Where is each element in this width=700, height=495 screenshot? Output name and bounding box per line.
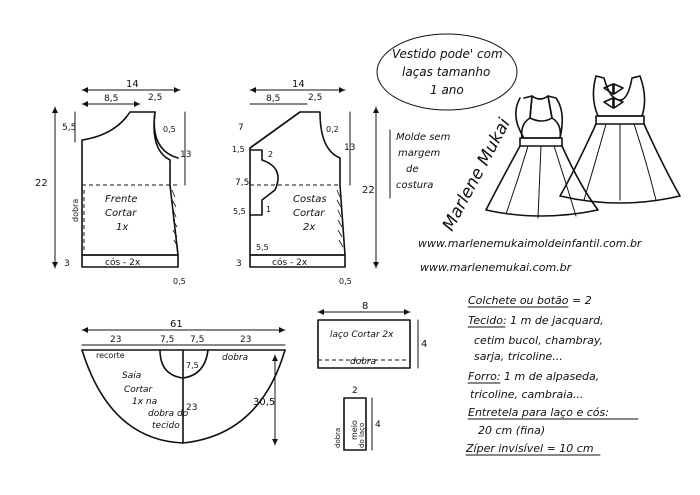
back-cutout-side-label: 1	[266, 205, 271, 214]
skirt-length-label: 30,5	[253, 397, 275, 408]
skirt-label-2: Cortar	[124, 385, 154, 395]
front-fold-label: dobra	[71, 199, 80, 222]
title-block: Vestido pode' com laças tamanho 1 ano	[376, 33, 518, 111]
skirt-pattern: 61 23 7,5 7,5 23 recorte dobra 7,5 23 Sa…	[81, 319, 286, 446]
bow-label: laço Cortar 2x	[330, 330, 394, 340]
back-label-1: Costas	[293, 194, 327, 205]
front-band-label: cós - 2x	[105, 257, 141, 268]
back-width-label: 14	[292, 79, 305, 90]
dress-back-illustration	[559, 75, 681, 204]
back-hem-side-label: 0,5	[339, 277, 352, 286]
skirt-seg2-label: 7,5	[160, 335, 174, 345]
skirt-label-1: Saia	[122, 371, 141, 381]
note-line-3: de	[406, 164, 419, 175]
back-cutout-top-label: 2	[268, 150, 273, 159]
front-hem-label: 3	[64, 259, 70, 269]
front-width-label: 14	[126, 79, 139, 90]
middle-label-1: meio	[350, 420, 359, 440]
front-bodice: 14 8,5 2,5 22 5,5 3 0,5 13	[35, 79, 191, 286]
bow-width-label: 8	[362, 301, 368, 312]
front-shoulder-label: 2,5	[148, 93, 162, 103]
front-label-1: Frente	[105, 194, 137, 205]
materials-line-8: 20 cm (fina)	[478, 424, 545, 437]
back-shoulder-label: 2,5	[308, 93, 322, 103]
note-line-4: costura	[396, 180, 433, 191]
skirt-seg1-label: 23	[110, 335, 121, 345]
skirt-seg3-label: 7,5	[190, 335, 204, 345]
website-url-2: www.marlenemukai.com.br	[420, 261, 573, 274]
materials-line-5: Forro: 1 m de alpaseda,	[468, 370, 599, 383]
materials-line-4: sarja, tricoline...	[474, 350, 563, 363]
website-links: www.marlenemukaimoldeinfantil.com.br www…	[418, 237, 643, 274]
bow-height-label: 4	[421, 339, 427, 350]
front-side-label: 13	[180, 150, 191, 160]
materials-line-6: tricoline, cambraia...	[470, 388, 584, 401]
bow-pattern: 8 laço Cortar 2x dobra 4	[317, 301, 427, 369]
materials-line-3: cetim bucol, chambray,	[474, 334, 603, 347]
title-line-3: 1 ano	[430, 83, 464, 97]
bow-middle-pattern: 2 meio do laço dobra 4	[334, 386, 381, 451]
middle-label-2: do laço	[358, 423, 366, 448]
materials-list: Colchete ou botão = 2 Tecido: 1 m de jac…	[465, 294, 639, 456]
middle-width-label: 2	[352, 386, 358, 396]
back-band-label: cós - 2x	[272, 257, 308, 268]
dress-front-illustration	[485, 95, 599, 219]
back-cutout-height-label: 7,5	[235, 178, 249, 188]
skirt-seg4-label: 23	[240, 335, 251, 345]
back-neck-width-label: 8,5	[266, 94, 280, 104]
back-hem-label: 3	[236, 259, 242, 269]
skirt-label-3: 1x na	[132, 397, 157, 407]
skirt-seam-label: recorte	[96, 351, 125, 360]
back-length-label: 22	[362, 185, 375, 196]
front-label-3: 1x	[116, 222, 128, 233]
back-label-3: 2x	[303, 222, 315, 233]
front-length-label: 22	[35, 178, 48, 189]
back-cutout-width-label: 1,5	[232, 145, 245, 154]
materials-line-2: Tecido: 1 m de jacquard,	[468, 314, 604, 327]
middle-fold-label: dobra	[334, 428, 342, 448]
front-neck-drop-label: 5,5	[62, 123, 76, 133]
back-hem-width-label: 5,5	[256, 243, 269, 252]
skirt-depth-label: 23	[186, 403, 197, 413]
note-block: Molde sem margem de costura	[389, 129, 451, 199]
front-hem-side-label: 0,5	[173, 277, 186, 286]
bow-fold-label: dobra	[350, 357, 376, 367]
materials-line-7: Entretela para laço e cós:	[468, 406, 609, 419]
back-side-label: 13	[344, 143, 355, 153]
middle-height-label: 4	[375, 420, 381, 430]
front-label-2: Cortar	[105, 208, 137, 219]
materials-line-1: Colchete ou botão = 2	[468, 294, 592, 307]
website-url-1: www.marlenemukaimoldeinfantil.com.br	[418, 237, 643, 250]
materials-line-9: Zíper invisível = 10 cm	[465, 442, 594, 455]
back-neck-drop-label: 7	[238, 123, 244, 133]
title-line-2: laças tamanho	[402, 65, 490, 79]
front-neck-width-label: 8,5	[104, 94, 118, 104]
note-line-2: margem	[398, 148, 440, 159]
back-label-2: Cortar	[293, 208, 325, 219]
back-bodice: 14 8,5 2,5 7 0,2 1,5 2 7,5 1 5,5 13 22	[232, 79, 379, 286]
skirt-label-4: dobra do	[148, 409, 189, 419]
front-armhole-label: 0,5	[163, 125, 176, 134]
back-cutout-bottom-label: 5,5	[233, 207, 246, 216]
title-line-1: Vestido pode' com	[392, 47, 503, 61]
skirt-fold-label: dobra	[222, 353, 248, 363]
skirt-width-label: 61	[170, 319, 183, 330]
note-line-1: Molde sem	[396, 132, 451, 143]
skirt-label-5: tecido	[152, 421, 180, 431]
skirt-drop-label: 7,5	[186, 361, 199, 370]
back-armhole-label: 0,2	[326, 125, 339, 134]
